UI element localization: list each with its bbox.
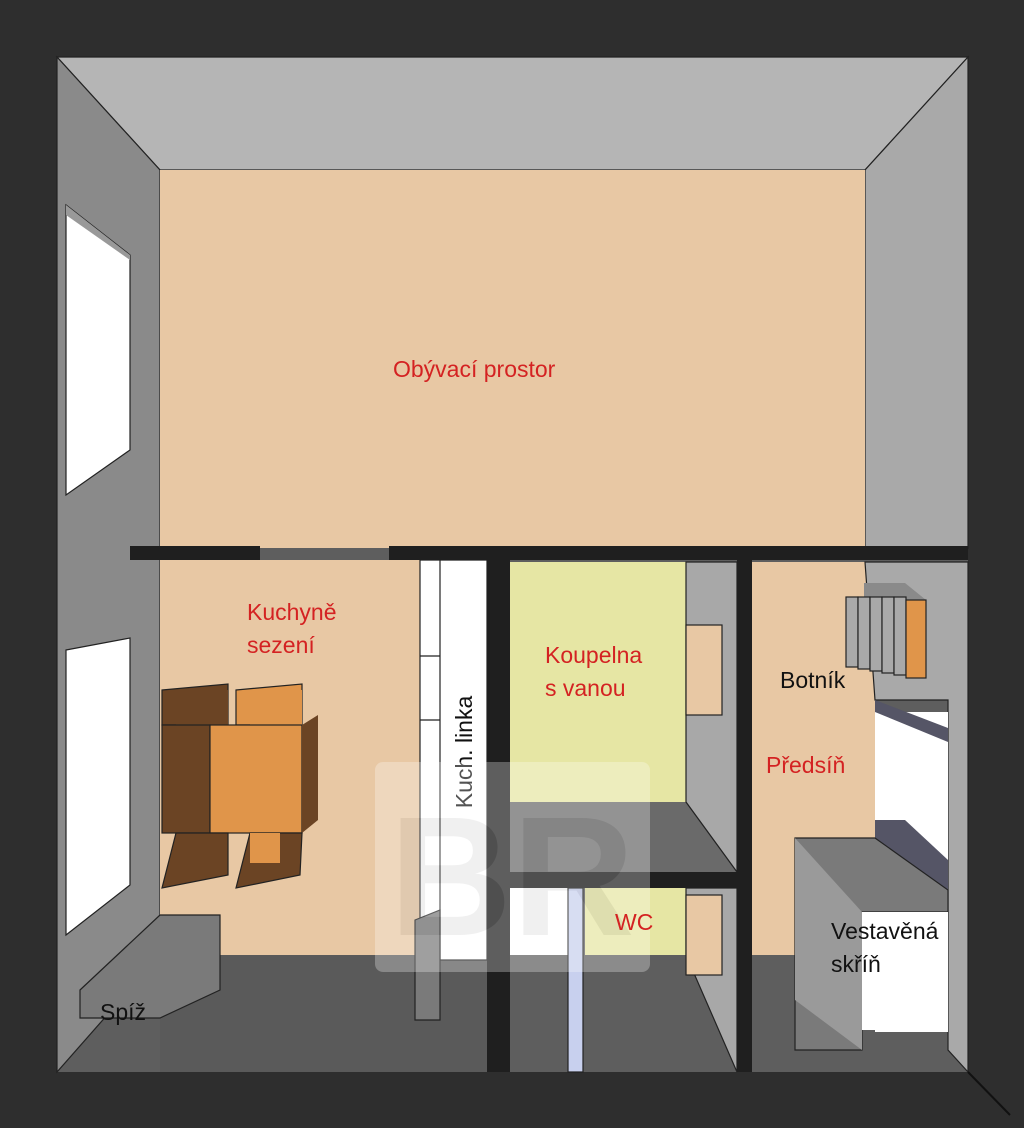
bathroom-label-line1: Koupelna bbox=[545, 642, 642, 668]
closet-front bbox=[862, 912, 948, 1030]
closet-label-line1: Vestavěná bbox=[831, 918, 939, 944]
hall-lintel bbox=[875, 700, 948, 742]
wc-white bbox=[510, 888, 568, 955]
closet-label-line2: skříň bbox=[831, 951, 881, 977]
bathroom-label-line2: s vanou bbox=[545, 675, 626, 701]
window-upper-sill bbox=[66, 205, 130, 260]
kitchen-label-line2: sezení bbox=[247, 632, 315, 658]
hall-label: Předsíň bbox=[766, 752, 845, 778]
dining-table bbox=[161, 683, 318, 889]
pantry-label: Spíž bbox=[100, 999, 146, 1025]
shoe-rack-label: Botník bbox=[780, 667, 846, 693]
closet-side bbox=[795, 838, 862, 1050]
window-upper bbox=[65, 203, 131, 497]
wc-floor bbox=[585, 888, 686, 955]
watermark-text: BR bbox=[389, 782, 635, 972]
wc-door bbox=[685, 894, 723, 976]
bathroom-door bbox=[685, 624, 723, 716]
top-wall bbox=[55, 56, 970, 171]
corner-line bbox=[967, 1071, 1011, 1116]
pantry-box bbox=[79, 914, 221, 1019]
interior-walls bbox=[130, 546, 968, 1072]
shoe-rack bbox=[845, 583, 927, 679]
kitchen-counter-label: Kuch. linka bbox=[451, 696, 477, 809]
watermark-logo: BR bbox=[375, 762, 650, 972]
bathroom-floor bbox=[510, 562, 686, 802]
wc-label: WC bbox=[615, 909, 653, 935]
window-lower bbox=[65, 637, 131, 937]
living-room-label: Obývací prostor bbox=[393, 356, 556, 382]
kitchen-label-line1: Kuchyně bbox=[247, 599, 337, 625]
counter-base bbox=[414, 909, 441, 1021]
living-room-floor bbox=[160, 170, 865, 548]
